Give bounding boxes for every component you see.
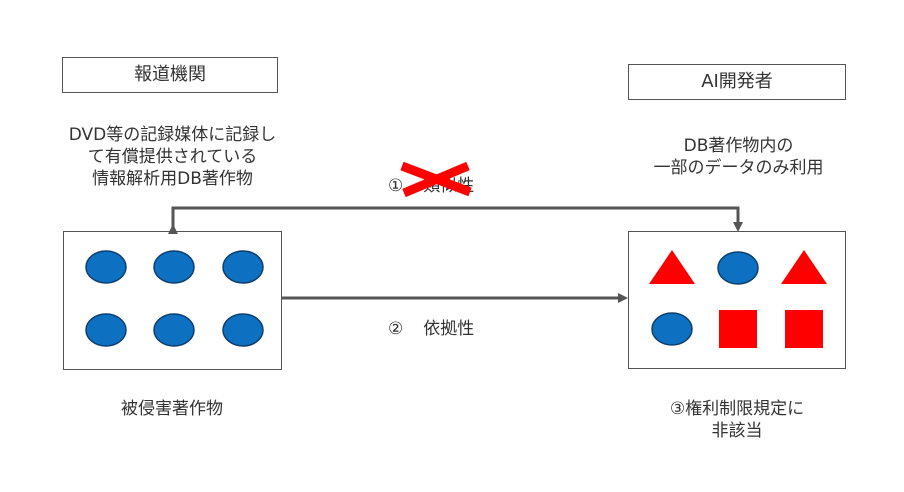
red-triangle-icon bbox=[781, 250, 827, 284]
left-work-caption: 被侵害著作物 bbox=[121, 399, 223, 419]
left-party-title-box: 報道機関 bbox=[62, 57, 278, 93]
left-party-description: DVD等の記録媒体に記録し て有償提供されている 情報解析用DB著作物 bbox=[30, 124, 315, 190]
similarity-arrow-line bbox=[168, 206, 743, 234]
right-party-title-box: AI開発者 bbox=[628, 64, 846, 100]
right-caption-line: ③権利制限規定に bbox=[669, 399, 805, 419]
right-desc-line: DB著作物内の bbox=[683, 136, 794, 156]
right-work-caption: ③権利制限規定に 非該当 bbox=[600, 398, 874, 442]
blue-circle-icon bbox=[222, 250, 264, 284]
left-desc-line: 情報解析用DB著作物 bbox=[92, 169, 253, 189]
blue-circle-icon bbox=[85, 313, 127, 347]
blue-circle-icon bbox=[153, 313, 195, 347]
right-party-title: AI開発者 bbox=[701, 71, 773, 92]
blue-circle-icon bbox=[717, 251, 759, 285]
reliance-label: ② 依拠性 bbox=[388, 314, 474, 339]
reliance-text: 依拠性 bbox=[423, 319, 475, 339]
right-caption-line: 非該当 bbox=[711, 421, 763, 441]
blue-circle-icon bbox=[651, 312, 693, 346]
right-party-description: DB著作物内の 一部のデータのみ利用 bbox=[606, 135, 871, 179]
blue-circle-icon bbox=[153, 250, 195, 284]
right-desc-line: 一部のデータのみ利用 bbox=[653, 158, 824, 178]
left-party-title: 報道機関 bbox=[134, 64, 206, 85]
red-square-icon bbox=[785, 310, 823, 348]
blue-circle-icon bbox=[85, 250, 127, 284]
reliance-number: ② bbox=[388, 319, 404, 339]
similarity-number: ① bbox=[388, 176, 404, 196]
left-desc-line: DVD等の記録媒体に記録し bbox=[68, 125, 277, 145]
red-square-icon bbox=[719, 310, 757, 348]
blue-circle-icon bbox=[222, 313, 264, 347]
left-shapes bbox=[85, 250, 264, 347]
cross-mark-icon bbox=[400, 161, 472, 198]
cross-stroke bbox=[402, 161, 470, 198]
right-shapes bbox=[649, 250, 827, 348]
red-triangle-icon bbox=[649, 250, 695, 284]
left-desc-line: て有償提供されている bbox=[87, 147, 258, 167]
similarity-arrow bbox=[168, 206, 743, 234]
